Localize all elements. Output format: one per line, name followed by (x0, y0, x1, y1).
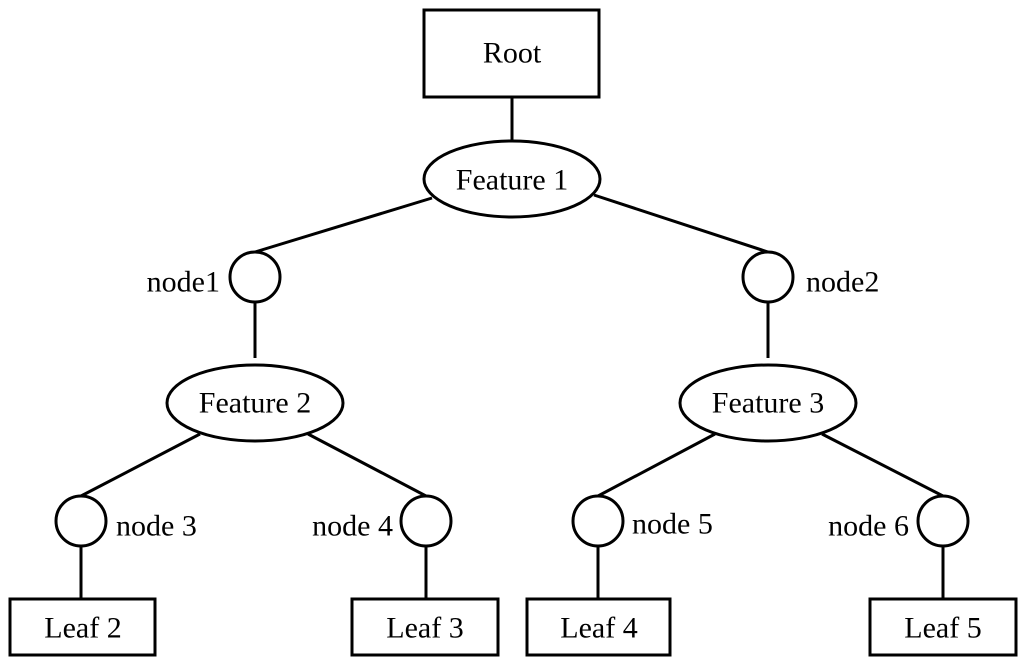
node-2-circle (741, 250, 795, 304)
node-2-label: node2 (806, 266, 879, 299)
node-3-circle (54, 494, 108, 548)
feature-3-label: Feature 3 (712, 387, 824, 420)
node-4-label: node 4 (312, 510, 393, 543)
feature-3-shape (678, 363, 858, 443)
leaf-5-rect (868, 597, 1018, 657)
leaf-4-rect (525, 597, 672, 657)
node-1: node1 (147, 250, 282, 304)
feature-1-ellipse: Feature 1 (422, 139, 602, 219)
edge-feature1-node2 (593, 193, 769, 254)
leaf-5-label: Leaf 5 (904, 612, 981, 645)
root-label: Root (483, 37, 542, 70)
edge-feature3-node6 (821, 432, 944, 498)
node-6-label: node 6 (828, 510, 909, 543)
node-3-label: node 3 (116, 510, 197, 543)
leaf-3-label: Leaf 3 (386, 612, 463, 645)
node-2: node2 (741, 250, 879, 304)
node-1-label: node1 (147, 266, 220, 299)
node-5-label: node 5 (632, 508, 713, 541)
node-1-circle (228, 250, 282, 304)
leaf-4-label: Leaf 4 (560, 612, 637, 645)
node-4-circle (399, 494, 453, 548)
edge-feature2-node3 (80, 432, 201, 498)
feature-2-ellipse: Feature 2 (165, 363, 345, 443)
node-5-circle (571, 494, 625, 548)
leaf-5: Leaf 5 (868, 597, 1018, 657)
leaf-2-label: Leaf 2 (44, 612, 121, 645)
leaf-2: Leaf 2 (8, 597, 157, 657)
feature-3-ellipse: Feature 3 (678, 363, 858, 443)
root-box: Root (422, 8, 601, 99)
leaf-2-rect (8, 597, 157, 657)
node-5: node 5 (571, 494, 713, 548)
node-6-circle (916, 494, 970, 548)
node-6: node 6 (828, 494, 970, 548)
feature-2-shape (165, 363, 345, 443)
feature-1-label: Feature 1 (456, 164, 568, 197)
node-4: node 4 (312, 494, 453, 548)
feature-1-shape (422, 139, 602, 219)
edge-feature3-node5 (597, 432, 716, 498)
tree-edges (79, 97, 945, 599)
feature-2-label: Feature 2 (199, 387, 311, 420)
edge-feature2-node4 (307, 432, 427, 498)
leaf-3-rect (350, 597, 500, 657)
node-3: node 3 (54, 494, 197, 548)
leaf-3: Leaf 3 (350, 597, 500, 657)
edge-feature1-node1 (254, 196, 433, 254)
leaf-4: Leaf 4 (525, 597, 672, 657)
root-rect (422, 8, 601, 99)
